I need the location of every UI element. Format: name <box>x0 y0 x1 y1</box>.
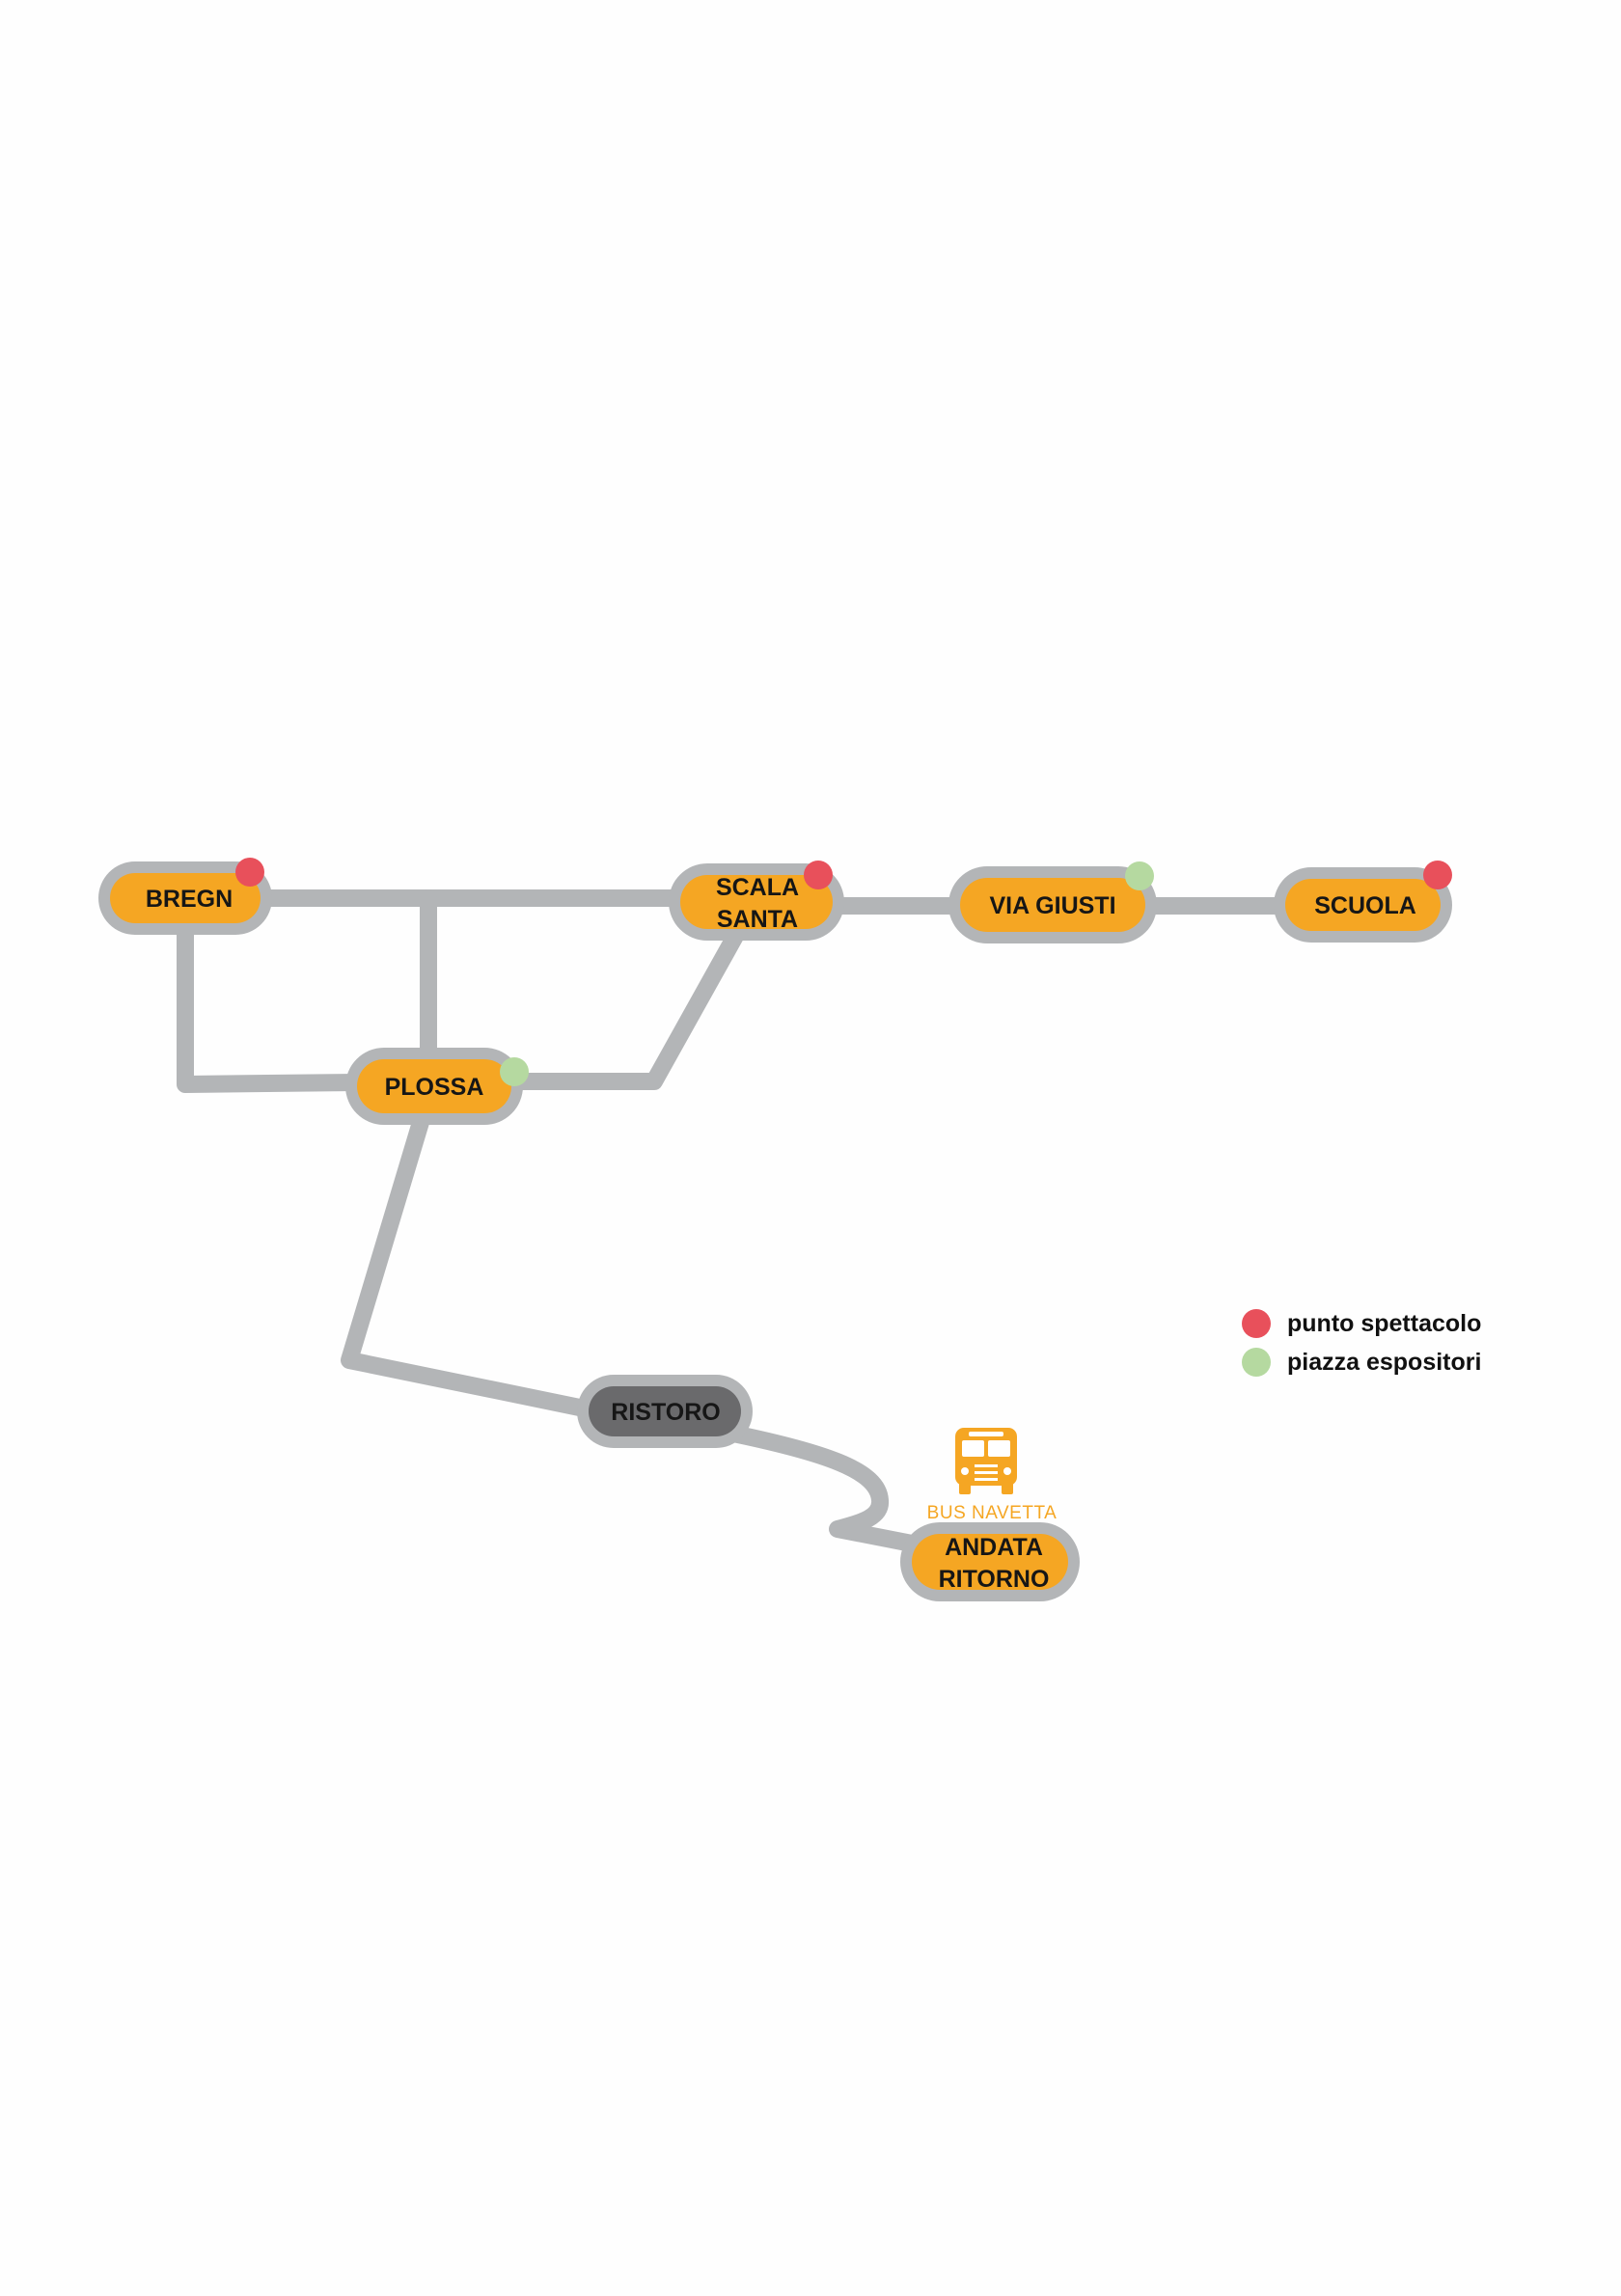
station-scuola: SCUOLA <box>1274 867 1452 943</box>
route-lines <box>175 889 1340 1552</box>
station-markers <box>235 858 1452 1086</box>
station-bregn: BREGN <box>98 861 272 935</box>
marker-punto-spettacolo-scala-santa <box>804 861 833 889</box>
marker-piazza-espositori-via-giusti <box>1125 861 1154 890</box>
station-scala-santa: SCALA SANTA <box>669 863 844 941</box>
route-bregn-to-plossa <box>177 916 366 1093</box>
station-label: SCUOLA <box>1314 892 1416 919</box>
legend-label-punto-spettacolo: punto spettacolo <box>1287 1310 1481 1337</box>
route-plossa-to-scala-santa <box>493 922 747 1090</box>
legend-label-piazza-espositori: piazza espositori <box>1287 1349 1481 1376</box>
route-plossa-to-ristoro <box>341 1101 607 1420</box>
station-label: PLOSSA <box>385 1074 484 1101</box>
legend-swatch-punto-spettacolo <box>1242 1309 1271 1338</box>
station-label: BREGN <box>146 886 233 913</box>
station-label: VIA GIUSTI <box>989 892 1115 919</box>
legend-swatch-piazza-espositori <box>1242 1348 1271 1377</box>
marker-punto-spettacolo-scuola <box>1423 861 1452 889</box>
legend: punto spettacolo piazza espositori <box>1242 1309 1481 1377</box>
station-label-line2: RITORNO <box>939 1566 1050 1593</box>
station-via-giusti: VIA GIUSTI <box>948 866 1157 943</box>
marker-punto-spettacolo-bregn <box>235 858 264 887</box>
station-label-line2: SANTA <box>717 906 798 933</box>
station-label-line1: SCALA <box>716 874 799 901</box>
station-plossa: PLOSSA <box>345 1048 523 1125</box>
station-andata-ritorno: ANDATA RITORNO <box>900 1522 1080 1601</box>
bus-icon <box>955 1428 1017 1494</box>
station-label-line1: ANDATA <box>945 1534 1043 1561</box>
station-ristoro: RISTORO <box>577 1375 753 1448</box>
marker-piazza-espositori-plossa <box>500 1057 529 1086</box>
station-label: RISTORO <box>611 1399 720 1426</box>
bus-caption: BUS NAVETTA <box>927 1503 1058 1523</box>
route-ristoro-to-andata <box>696 1419 920 1552</box>
